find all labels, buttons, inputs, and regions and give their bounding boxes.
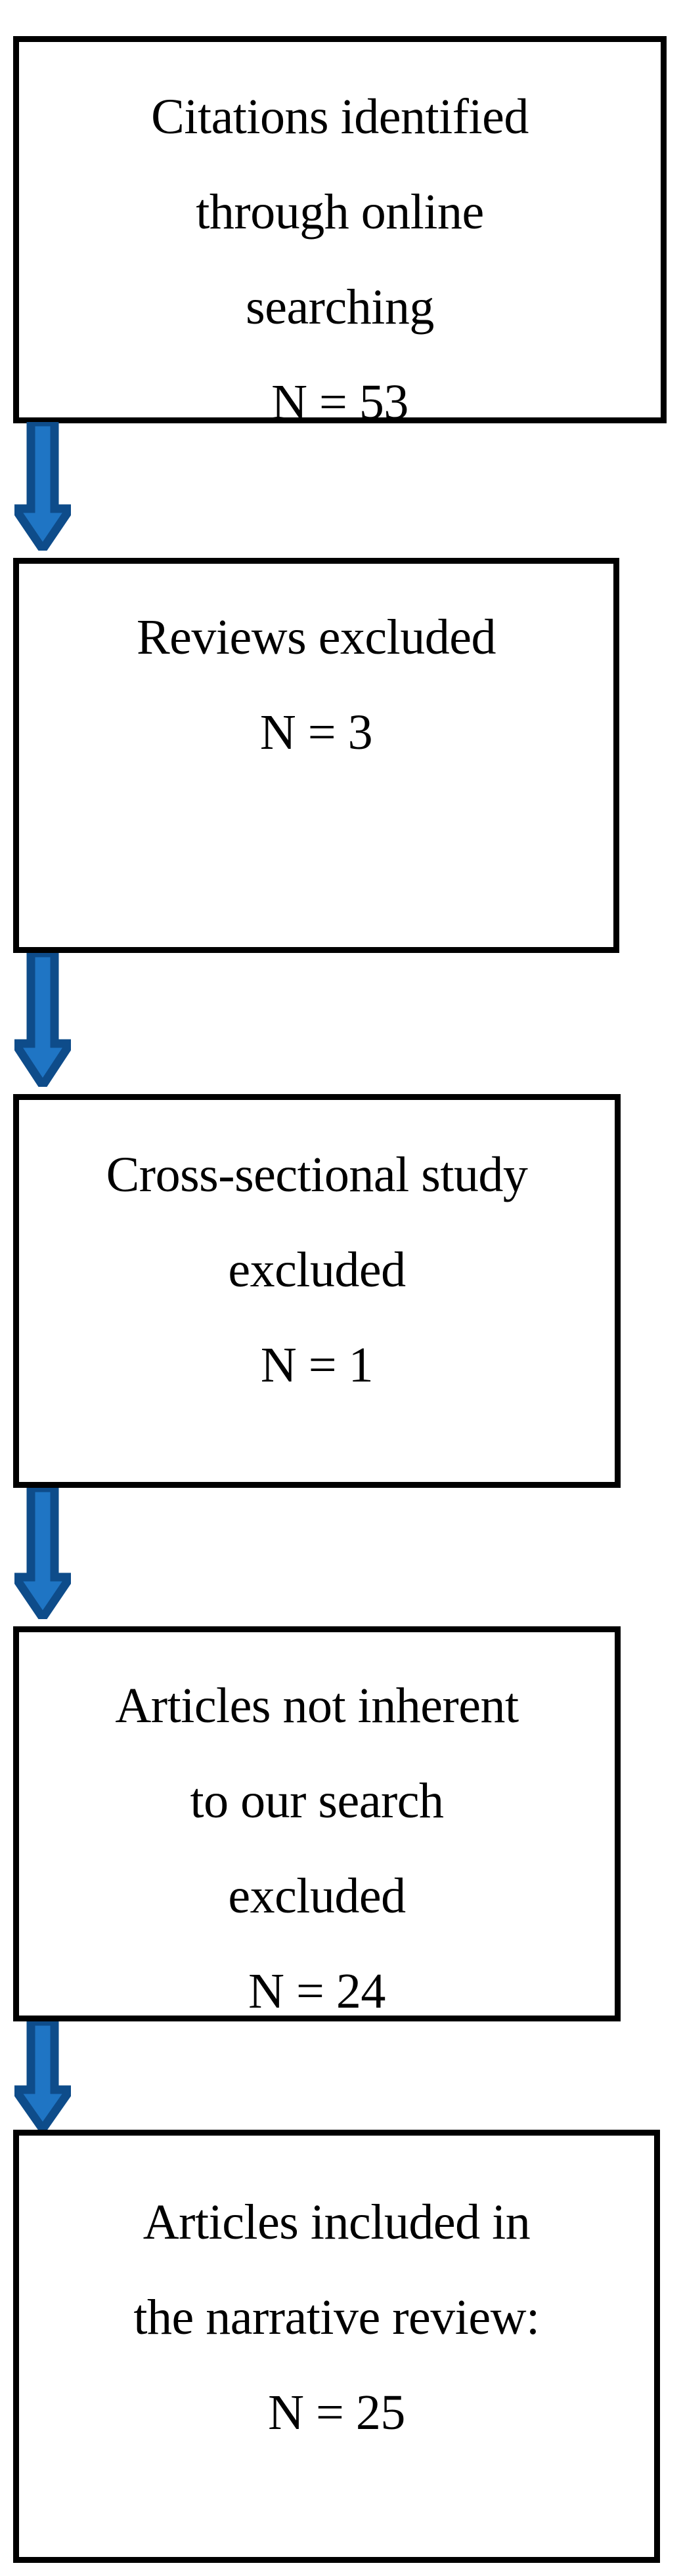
flow-node-not-inherent-excluded-label: Articles not inherent to our search excl… bbox=[115, 1678, 519, 2019]
flow-node-cross-sectional-excluded[interactable]: Cross-sectional study excluded N = 1 bbox=[13, 1094, 621, 1488]
down-arrow-icon-1 bbox=[14, 422, 71, 551]
down-arrow-icon-3 bbox=[14, 1488, 71, 1619]
flow-node-cross-sectional-excluded-label: Cross-sectional study excluded N = 1 bbox=[106, 1147, 528, 1393]
down-arrow-icon-2 bbox=[14, 953, 71, 1087]
flow-node-reviews-excluded-label: Reviews excluded N = 3 bbox=[136, 610, 496, 760]
flow-node-included[interactable]: Articles included in the narrative revie… bbox=[13, 2130, 660, 2563]
flow-node-identified[interactable]: Citations identified through online sear… bbox=[13, 36, 667, 430]
flow-node-identified-label: Citations identified through online sear… bbox=[151, 89, 529, 430]
flow-node-not-inherent-excluded[interactable]: Articles not inherent to our search excl… bbox=[13, 1626, 621, 2021]
flow-node-reviews-excluded[interactable]: Reviews excluded N = 3 bbox=[13, 558, 619, 953]
flow-node-included-label: Articles included in the narrative revie… bbox=[133, 2195, 540, 2440]
down-arrow-icon-4 bbox=[14, 2021, 71, 2130]
